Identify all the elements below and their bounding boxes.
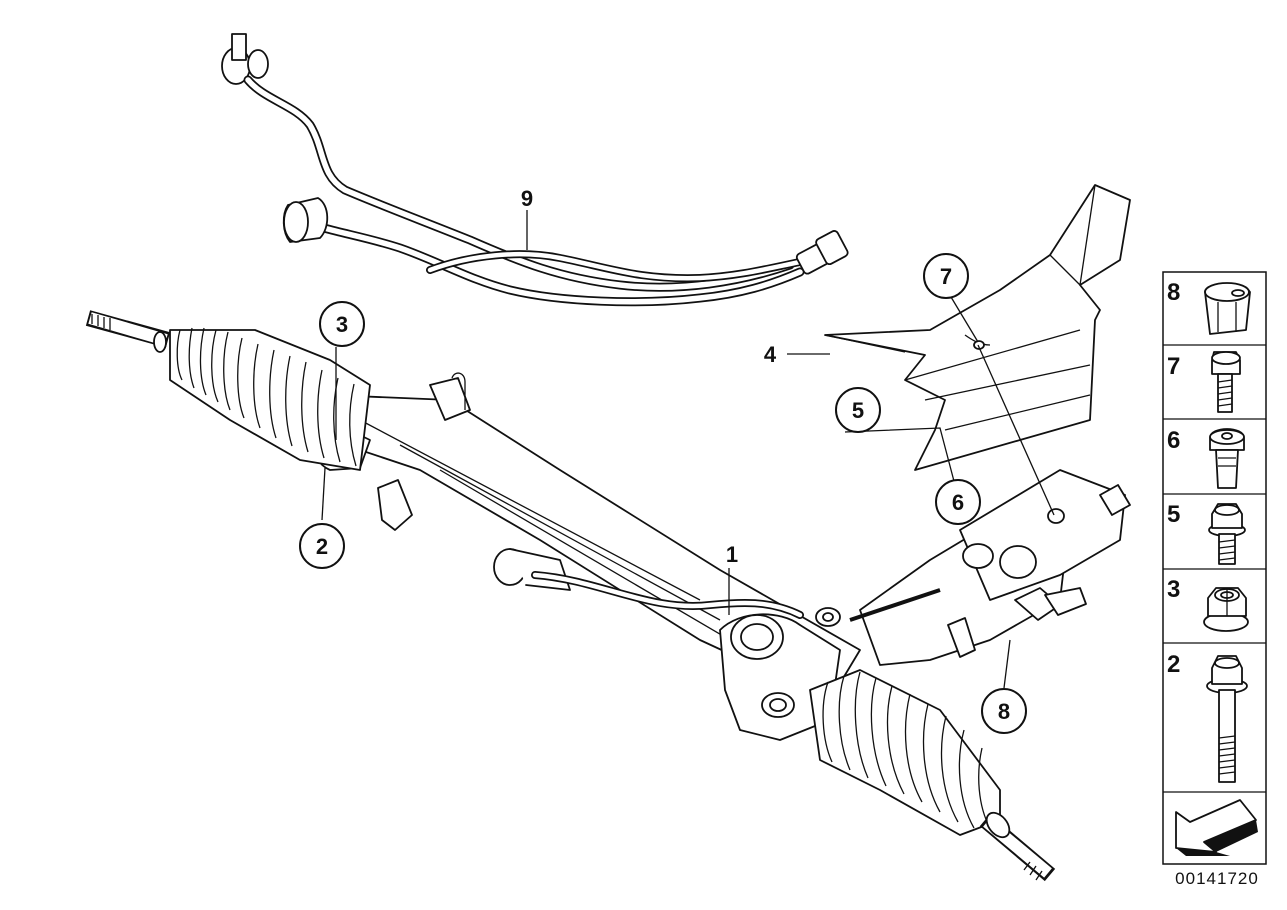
callout-9: 9 (521, 186, 533, 211)
svg-text:5: 5 (1167, 501, 1180, 528)
legend-row-6: 6 (1167, 427, 1245, 489)
clip-nut-icon (1204, 282, 1251, 335)
callout-8: 8 (981, 688, 1027, 734)
hydraulic-lines (221, 33, 849, 307)
callout-1: 1 (726, 542, 738, 567)
legend-row-8: 8 (1167, 279, 1251, 335)
callout-4: 4 (764, 342, 777, 367)
reference-number: 00141720 (1175, 869, 1259, 888)
callout-5: 5 (835, 387, 881, 433)
orientation-arrow-icon (1175, 799, 1258, 856)
svg-text:6: 6 (952, 490, 964, 515)
flange-nut-icon (1203, 587, 1249, 632)
svg-text:2: 2 (316, 534, 328, 559)
callout-3: 3 (319, 301, 365, 347)
heat-shield (824, 184, 1131, 471)
svg-text:2: 2 (1167, 651, 1180, 678)
short-bolt-icon (1211, 351, 1241, 413)
callout-2: 2 (299, 523, 345, 569)
svg-text:3: 3 (336, 312, 348, 337)
svg-text:6: 6 (1167, 427, 1180, 454)
callout-6: 6 (935, 479, 981, 525)
legend-row-2: 2 (1167, 651, 1248, 783)
bellows-left (169, 327, 371, 471)
hex-flange-bolt-icon (1208, 503, 1246, 565)
legend-row-7: 7 (1167, 351, 1241, 413)
legend-row-3: 3 (1167, 576, 1249, 632)
steering-rack (85, 310, 1131, 882)
legend-row-5: 5 (1167, 501, 1246, 565)
stud-bolt-icon (1209, 428, 1245, 489)
svg-text:8: 8 (1167, 279, 1180, 306)
callouts: 9 3 2 1 4 5 6 7 8 (299, 186, 1027, 734)
leader-lines (321, 210, 1055, 689)
svg-text:7: 7 (1167, 353, 1180, 380)
fastener-legend: 8 7 6 (1162, 271, 1267, 865)
long-bolt-icon (1206, 655, 1248, 783)
svg-text:8: 8 (998, 699, 1010, 724)
svg-text:3: 3 (1167, 576, 1180, 603)
svg-text:7: 7 (940, 264, 952, 289)
callout-7: 7 (923, 253, 969, 299)
svg-text:5: 5 (852, 398, 864, 423)
bellows-right (809, 669, 1001, 836)
